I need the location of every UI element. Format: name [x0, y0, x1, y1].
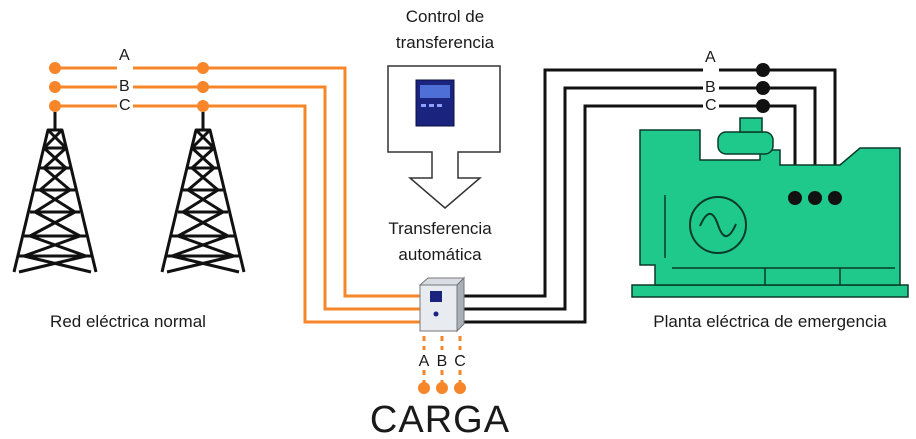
grid-phase-c-line — [55, 104, 420, 324]
transfer-control-icon — [387, 65, 501, 209]
grid-lines — [55, 66, 420, 324]
grid-phase-a-line — [55, 66, 420, 298]
transmission-tower-icon-right — [160, 112, 246, 274]
load-phase-b-label: B — [437, 353, 448, 370]
load-dots — [418, 382, 466, 394]
grid-phase-a-label: A — [119, 47, 130, 64]
generator-line-dots — [756, 63, 770, 113]
transfer-title-line2: automática — [398, 245, 482, 264]
generator-label: Planta eléctrica de emergencia — [653, 312, 887, 331]
grid-phase-b-line — [55, 85, 420, 311]
control-title-line2: transferencia — [396, 33, 495, 52]
load-phase-a-label: A — [419, 353, 430, 370]
generator-lines — [457, 68, 837, 324]
load-label: CARGA — [370, 399, 510, 439]
grid-connection-dots — [49, 62, 209, 112]
transfer-switch-cabinet-icon — [418, 276, 466, 333]
transmission-tower-icon-left — [12, 112, 98, 274]
load-phase-c-label: C — [454, 353, 466, 370]
generator-phase-c-line — [457, 104, 797, 324]
grid-phase-b-label: B — [119, 78, 130, 95]
grid-phase-labels: A B C — [117, 47, 133, 114]
generator-phase-a-label: A — [705, 49, 716, 66]
generator-phase-b-label: B — [705, 79, 716, 96]
grid-phase-c-label: C — [119, 97, 131, 114]
generator-phase-c-label: C — [705, 97, 717, 114]
generator-phase-a-line — [457, 68, 837, 298]
emergency-generator-icon — [631, 117, 909, 298]
grid-label: Red eléctrica normal — [50, 312, 206, 331]
generator-phase-b-line — [457, 86, 817, 311]
alternator-symbol-icon — [689, 196, 747, 254]
transfer-title-line1: Transferencia — [388, 219, 492, 238]
control-title-line1: Control de — [406, 7, 484, 26]
generator-phase-labels: A B C — [703, 49, 719, 114]
